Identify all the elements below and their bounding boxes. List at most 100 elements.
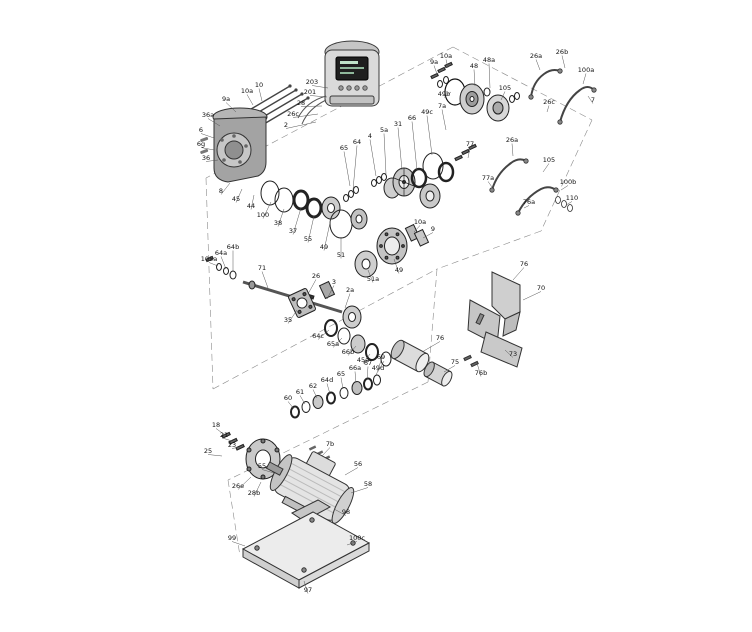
callout-leader-line [262,201,272,219]
callout-leader-line [231,446,241,449]
callout-leader-line [200,147,215,151]
part-label: 26c [543,98,555,106]
callout-leader-line [560,185,569,191]
callout-leader-line [473,69,476,87]
part-label: 5a [380,126,388,134]
callout-leader-line [488,63,491,89]
callout-leader-line [261,469,275,474]
part-labels-layer: 2032012826c21010a9a36a66g368454410038375… [197,48,595,594]
part-label: 26c [287,110,299,118]
base-plate [241,499,371,589]
callout-leader-line [343,151,351,187]
callout-leader-line [377,360,385,372]
part-label: 6 [199,126,203,134]
part-label: 71 [258,264,266,272]
part-label: 8 [219,187,223,195]
callout-leader-line [207,118,221,127]
shaft-seal-parts [430,61,520,122]
coupling-group [354,223,430,278]
part-label: 105 [543,156,555,164]
sensor-cables [297,95,327,125]
outer-sleeve [390,339,430,373]
part-label: 45 [232,195,240,203]
callout-leader-line [443,365,456,373]
callout-leader-line [235,188,243,203]
part-label: 60 [284,394,292,402]
part-label: 66a [349,364,361,372]
part-label: 77 [466,140,474,148]
pump-head [200,84,310,183]
callout-leader-line [367,269,374,283]
callout-leader-line [205,159,219,162]
control-display-unit [324,40,380,107]
part-label: 61 [296,388,304,396]
part-label: 55 [304,235,312,243]
part-label: 65a [327,340,339,348]
part-label: 62 [309,382,317,390]
part-label: 49 [395,266,403,274]
callout-leader-line [261,271,269,289]
callout-leader-line [347,345,357,356]
callout-leader-line [332,337,343,348]
part-label: 26e [232,482,244,490]
callout-leader-line [393,258,400,274]
part-label: 66 [408,114,416,122]
part-label: 64 [353,138,361,146]
callout-leader-line [504,349,514,358]
part-label: 37 [289,227,297,235]
callout-leader-line [208,262,219,267]
part-label: 73 [509,350,517,358]
callout-leader-line [307,279,317,295]
part-label: 49 [320,243,328,251]
chamber-stack-parts [324,319,453,387]
part-label: 67 [364,359,372,367]
callout-leader-line [285,121,317,129]
part-label: 99 [228,534,236,542]
callout-leader-line [433,65,438,75]
callout-leader-line [277,208,285,227]
part-label: 77a [482,174,494,182]
callout-leader-line [223,438,233,442]
part-label: 51a [367,275,379,283]
part-label: 58 [364,480,372,488]
part-label: 105 [499,84,511,92]
callout-leader-line [309,95,328,98]
shaft-assembly [205,255,362,329]
part-label: 64a [215,249,227,257]
part-label: 7 [591,96,595,104]
callout-leader-line [443,91,452,98]
panel-button [354,85,360,91]
callout-leader-line [220,256,227,270]
callout-leader-line [299,395,306,405]
part-label: 51 [337,251,345,259]
callout-leader-line [476,362,482,377]
part-label: 203 [306,78,318,86]
callout-leader-line [383,133,387,175]
callout-leader-line [426,115,433,156]
part-label: 31 [394,120,402,128]
callout-leader-line [220,182,231,195]
part-label: 44 [247,202,255,210]
callout-leader-line [258,88,263,102]
part-label: 64d [321,376,333,384]
callout-leader-line [287,309,298,324]
callout-leader-line [346,541,358,546]
part-label: 23 [228,441,236,449]
callout-leader-line [292,207,302,235]
part-label: 48 [470,62,478,70]
part-label: 100c [349,534,365,542]
callout-leader-line [542,163,550,173]
callout-leader-line [587,95,594,104]
callout-leader-line [344,293,351,309]
part-label: 26a [506,136,518,144]
part-label: 26b [556,48,568,56]
impeller-row [371,143,477,209]
part-label: 2 [284,121,288,129]
callout-leader-line [307,215,315,243]
part-label: 28 [297,99,305,107]
part-label: 38 [274,219,282,227]
callout-leader-line [326,285,335,300]
callout-leader-line [326,383,331,395]
